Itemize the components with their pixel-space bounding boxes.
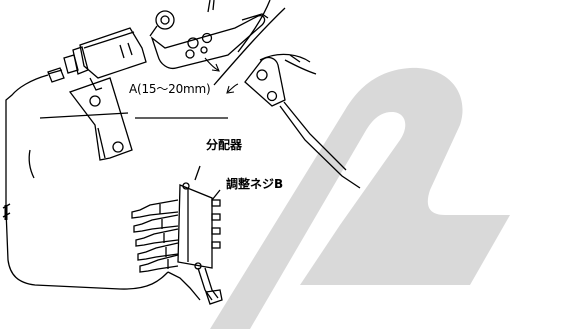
arrow-icon: [204, 57, 239, 94]
control-lever: [149, 0, 269, 70]
adjust-screw-label: 調整ネジB: [226, 177, 284, 191]
cable-end: [28, 67, 65, 179]
right-link-arm: [213, 0, 361, 189]
dimension-label: A(15～20mm): [128, 82, 212, 96]
distributor-label: 分配器: [206, 138, 243, 152]
cable-loop: [2, 74, 169, 290]
left-bracket: [39, 77, 228, 161]
distributor-block: [131, 165, 223, 305]
watermark-logo: [210, 67, 510, 329]
solenoid-unit: [47, 27, 147, 91]
dimension-text: A(15～20mm): [128, 82, 212, 96]
outlet-fittings: [131, 199, 179, 273]
